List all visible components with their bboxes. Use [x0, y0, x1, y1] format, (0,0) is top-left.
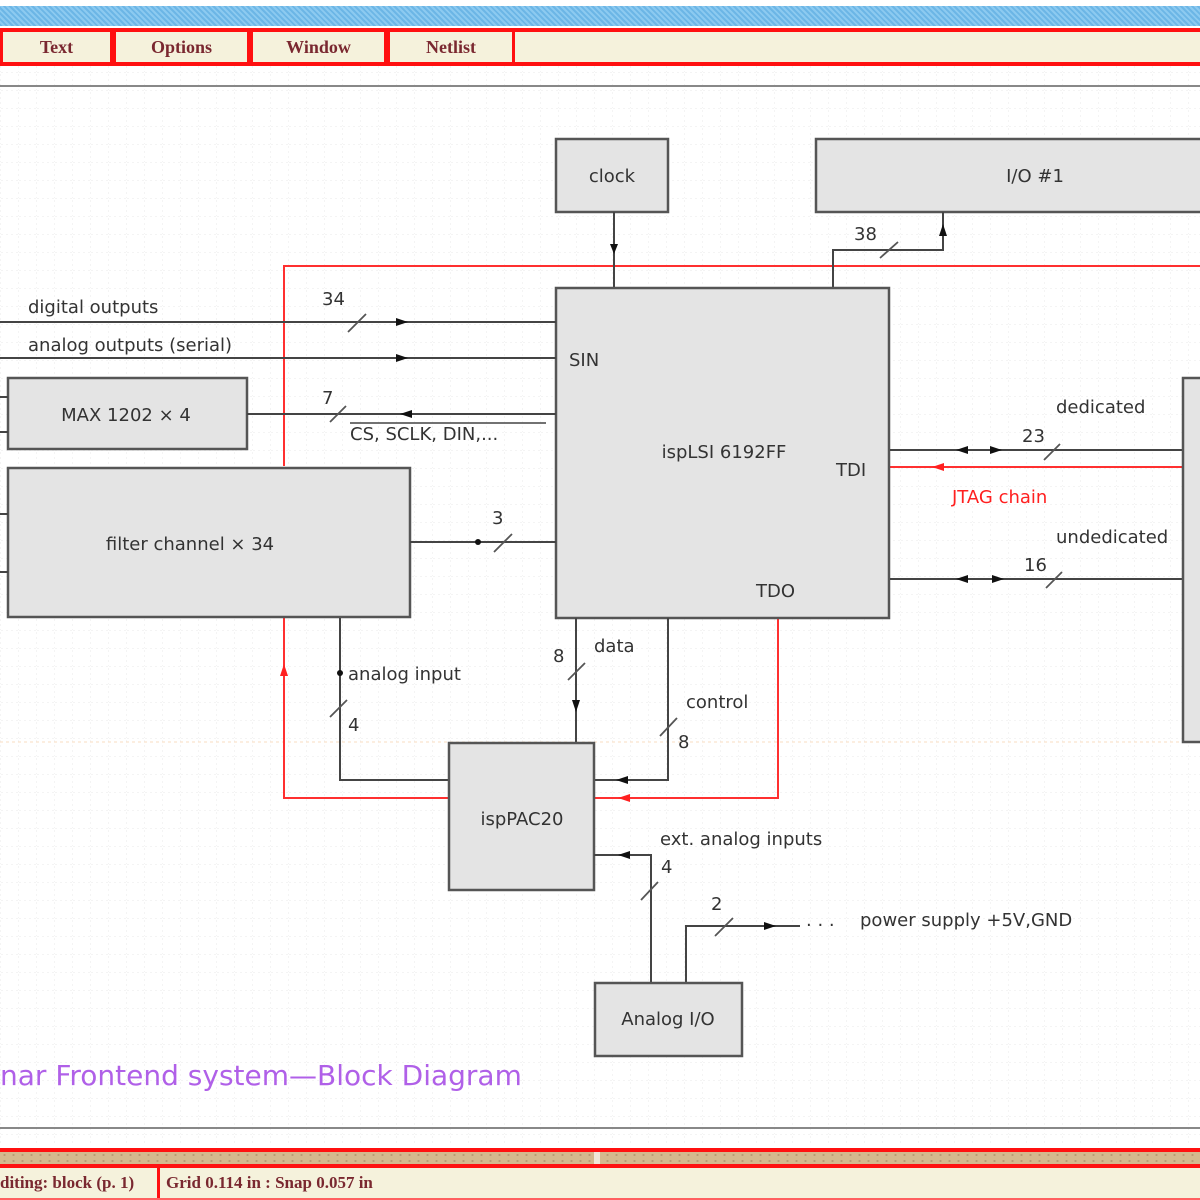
bus-slash-38 [879, 241, 899, 259]
isppac20-label: ispPAC20 [481, 809, 564, 830]
io1-arrow [939, 224, 947, 236]
clock-arrow [610, 244, 618, 254]
analog-io-label: Analog I/O [621, 1009, 714, 1030]
title-bar-stripe [0, 6, 1200, 26]
io1-label: I/O #1 [1006, 166, 1064, 187]
control-label: control [686, 692, 748, 713]
power-label: power supply +5V,GND [860, 910, 1072, 931]
clock-label: clock [589, 166, 636, 187]
cpld-block[interactable] [554, 286, 891, 620]
digital-outputs-arrow [396, 318, 408, 326]
block-diagram[interactable]: JTAG chain clock I/O #1 38 ispLSI 6192FF… [0, 66, 1200, 1146]
bus-slash-4b [640, 881, 659, 901]
bus-slash-34 [347, 313, 367, 333]
bus-label-38: 38 [854, 224, 877, 245]
bus-label-7: 7 [322, 388, 333, 409]
cpld-pin-tdo: TDO [755, 581, 795, 602]
jtag-arrow-left [618, 794, 630, 802]
menu-text[interactable]: Text [0, 32, 113, 62]
filter-block[interactable] [6, 466, 412, 619]
power-arrow [764, 922, 776, 930]
undedicated-arrow-right [992, 575, 1004, 583]
dedicated-arrow-right [990, 446, 1002, 454]
jtag-arrow-up [280, 664, 288, 676]
analog-outputs-label: analog outputs (serial) [28, 335, 232, 356]
diagram-title: nar Frontend system—Block Diagram [0, 1059, 522, 1092]
bus-slash-8a [567, 662, 586, 681]
cpld-pin-sin: SIN [569, 350, 599, 371]
max1202-block[interactable] [6, 376, 249, 451]
bus-slash-4a [329, 699, 348, 718]
undedicated-arrow-left [956, 575, 968, 583]
power-wire [685, 925, 800, 983]
bus-slash-23 [1043, 443, 1061, 461]
scrollbar-thumb[interactable] [594, 1152, 600, 1164]
bus-label-34: 34 [322, 289, 345, 310]
status-bar: diting: block (p. 1) Grid 0.114 in : Sna… [0, 1168, 1200, 1200]
right-io-block[interactable] [1181, 376, 1200, 744]
filter-junction [475, 539, 481, 545]
ext-analog-arrow [618, 851, 630, 859]
jtag-label: JTAG chain [951, 487, 1047, 508]
status-grid: Grid 0.114 in : Snap 0.057 in [166, 1173, 373, 1192]
clock-block[interactable] [554, 137, 670, 214]
max-arrow [400, 410, 412, 418]
power-dots: . . . [806, 910, 835, 931]
title-bar [0, 0, 1200, 28]
menu-window[interactable]: Window [250, 32, 387, 62]
bus-label-4a: 4 [348, 715, 359, 736]
digital-outputs-label: digital outputs [28, 297, 158, 318]
bus-slash-7 [329, 405, 347, 423]
cpld-pin-tdi: TDI [835, 460, 866, 481]
bus-label-2: 2 [711, 894, 722, 915]
bus-label-8b: 8 [678, 732, 689, 753]
bus-slash-16 [1045, 571, 1063, 589]
ext-analog-wire [594, 854, 652, 983]
bus-label-3: 3 [492, 508, 503, 529]
dedicated-arrow-left [956, 446, 968, 454]
cs-sclk-label: CS, SCLK, DIN,... [350, 424, 498, 445]
analog-input-junction [337, 670, 343, 676]
bus-slash-2 [714, 917, 734, 937]
menu-options[interactable]: Options [113, 32, 250, 62]
bus-label-16: 16 [1024, 555, 1047, 576]
bus-slash-3 [493, 533, 513, 553]
control-arrow [616, 776, 628, 784]
cpld-label: ispLSI 6192FF [662, 442, 787, 463]
data-arrow [572, 700, 580, 712]
bus-label-4b: 4 [661, 857, 672, 878]
status-divider [157, 1168, 160, 1198]
isppac20-block[interactable] [447, 741, 596, 892]
ext-analog-label: ext. analog inputs [660, 829, 822, 850]
io1-block[interactable] [814, 137, 1200, 214]
drawing-canvas[interactable]: JTAG chain clock I/O #1 38 ispLSI 6192FF… [0, 66, 1200, 1146]
undedicated-label: undedicated [1056, 527, 1168, 548]
max1202-label: MAX 1202 × 4 [61, 405, 191, 426]
dedicated-label: dedicated [1056, 397, 1145, 418]
analog-outputs-arrow [396, 354, 408, 362]
menu-bar: Text Options Window Netlist [0, 28, 1200, 66]
jtag-arrow-left-2 [932, 463, 944, 471]
jtag-chain: JTAG chain [280, 265, 1200, 802]
menu-netlist[interactable]: Netlist [387, 32, 515, 62]
filter-label: filter channel × 34 [106, 534, 274, 555]
analog-io-block[interactable] [593, 981, 744, 1058]
bus-label-8a: 8 [553, 646, 564, 667]
bus-slash-8b [659, 717, 678, 737]
analog-input-label: analog input [348, 664, 461, 685]
horizontal-scrollbar[interactable] [0, 1148, 1200, 1168]
status-mode: diting: block (p. 1) [0, 1173, 135, 1192]
data-label: data [594, 636, 635, 657]
bus-label-23: 23 [1022, 426, 1045, 447]
